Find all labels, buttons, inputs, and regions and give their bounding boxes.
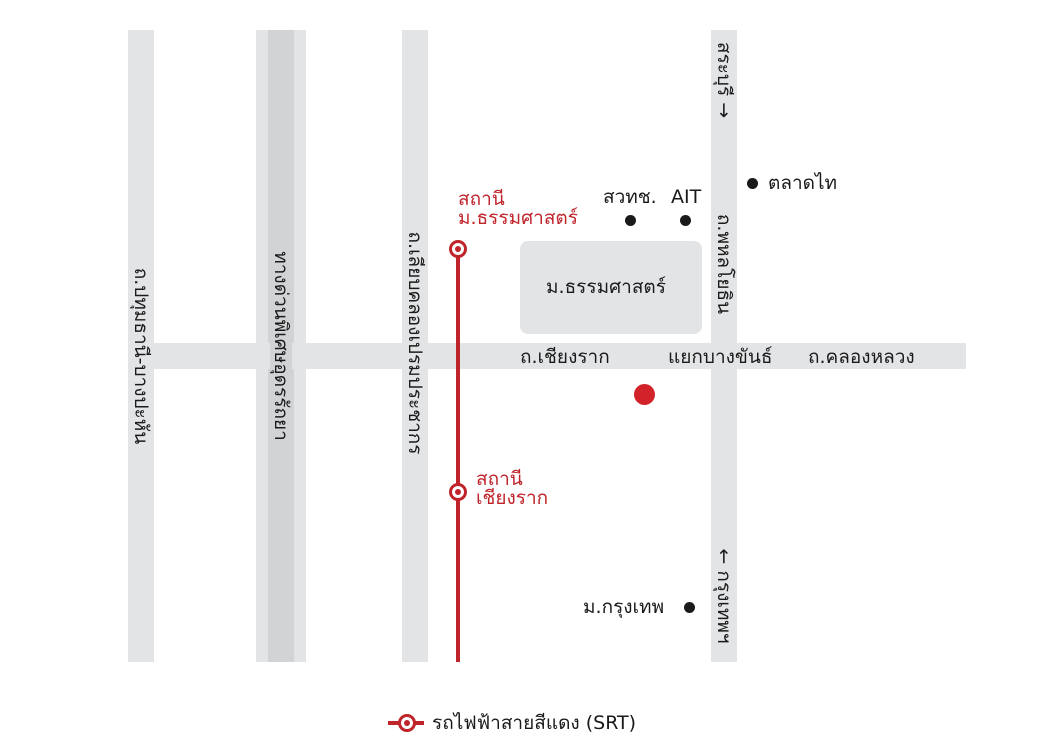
khlong-luang-road-label: ถ.คลองหลวง (808, 346, 915, 368)
talat-thai-label: ตลาดไท (768, 172, 838, 194)
thammasat-block-label: ม.ธรรมศาสตร์ (546, 276, 666, 298)
pathum-thani-road-label: ถ.ปทุมธานี-บางปะหัน (130, 263, 152, 449)
ait-label: AIT (671, 186, 702, 208)
phahon-yothin-road-label: ถ.พหลโยธิน (713, 209, 735, 319)
chiang-rak-road-label: ถ.เชียงราก (520, 346, 610, 368)
thammasat-station-label: สถานี ม.ธรรมศาสตร์ (458, 188, 578, 229)
bang-khan-intersection-label: แยกบางขันธ์ (668, 346, 773, 368)
liap-khlong-prem-road-label: ถ.เลียบคลองเปรมประชากร (404, 227, 426, 459)
red-line-rail (456, 244, 460, 662)
thammasat-campus-block (520, 241, 702, 334)
chiang-rak-station-label: สถานี เชียงราก (476, 468, 549, 509)
bangkok-direction-label: ← กรุงเทพฯ (713, 544, 735, 648)
tistr-marker (625, 215, 636, 226)
saraburi-direction-label: สระบุรี → (713, 37, 735, 123)
expressway-label: ทางด่วนพิเศษอุดรรัถยา (270, 247, 292, 445)
chiang-rak-station-marker (449, 483, 467, 501)
talat-thai-marker (747, 178, 758, 189)
bangkok-university-label: ม.กรุงเทพ (583, 596, 665, 618)
bangkok-university-marker (684, 602, 695, 613)
legend-label: รถไฟฟ้าสายสีแดง (SRT) (432, 712, 637, 734)
chiang-rak-road (128, 343, 966, 369)
location-marker (634, 384, 655, 405)
thammasat-station-marker (449, 240, 467, 258)
legend-station-icon (398, 714, 416, 732)
tistr-label: สวทช. (603, 186, 657, 208)
ait-marker (680, 215, 691, 226)
